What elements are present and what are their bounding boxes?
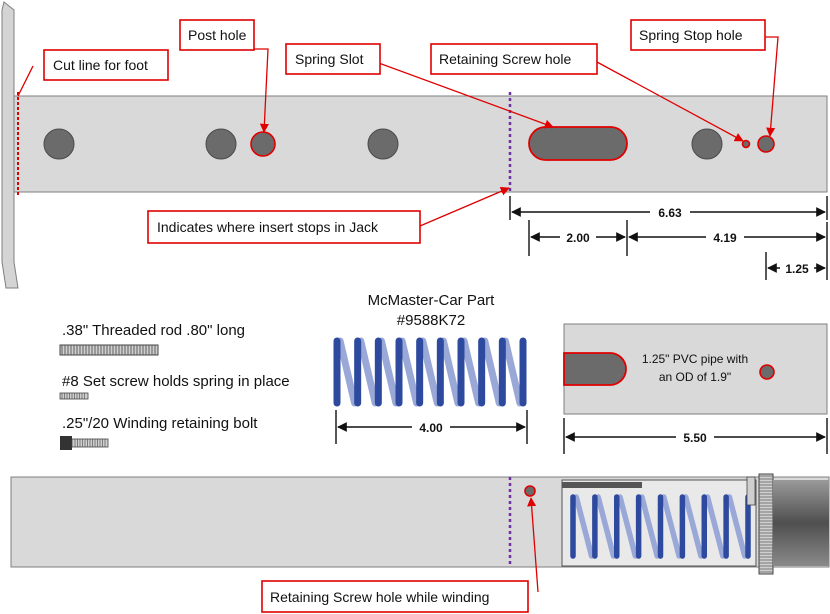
retaining-winding-hole: [524, 485, 536, 497]
dim-slot-to-end-label: 4.19: [713, 231, 737, 245]
pipe-text-line1: 1.25" PVC pipe with: [642, 352, 748, 366]
set-screw-assembled: [746, 476, 756, 506]
callout-cut-line: Cut line for foot: [43, 49, 169, 81]
hole: [691, 128, 723, 160]
winding-bolt-icon: [60, 436, 109, 450]
pipe-hole: [759, 364, 775, 380]
dim-total-label: 6.63: [658, 206, 682, 220]
leader-stop: [764, 36, 779, 137]
part-bolt-text: .25"/20 Winding retaining bolt: [62, 415, 258, 432]
leader-winding: [527, 497, 539, 593]
dimension-pipe-length: 5.50: [563, 418, 828, 454]
leader-cut: [17, 65, 34, 97]
dimension-total: 6.63: [509, 196, 828, 220]
part-threaded-rod-text: .38" Threaded rod .80" long: [62, 322, 245, 339]
jack-wall: [1, 1, 19, 289]
leader-retaining: [596, 61, 744, 142]
threaded-rod-icon: [59, 344, 159, 356]
spring-stop-hole: [757, 135, 775, 153]
part-set-screw-text: #8 Set screw holds spring in place: [62, 373, 290, 390]
dim-pipe-length-label: 5.50: [683, 431, 707, 445]
callout-spring-stop-hole: Spring Stop hole: [630, 19, 766, 51]
callout-spring-slot: Spring Slot: [285, 43, 381, 75]
callout-insert-stops-text: Indicates where insert stops in Jack: [157, 219, 379, 235]
dim-stop-to-end-label: 1.25: [785, 262, 809, 276]
spring-slot: [528, 126, 628, 161]
set-screw-icon: [59, 392, 89, 400]
spring-illustration: [333, 337, 527, 407]
hole: [43, 128, 75, 160]
callout-spring-stop-hole-text: Spring Stop hole: [639, 27, 743, 43]
spring-title-line2: #9588K72: [397, 312, 465, 329]
dim-spring-length-label: 4.00: [419, 421, 443, 435]
dimension-slot-to-end: 4.19: [628, 222, 828, 256]
dim-slot-length-label: 2.00: [566, 231, 590, 245]
callout-retaining-winding: Retaining Screw hole while winding: [261, 580, 529, 613]
callout-retaining-winding-text: Retaining Screw hole while winding: [270, 589, 489, 605]
retaining-screw-hole: [741, 139, 751, 149]
callout-retaining-screw-hole: Retaining Screw hole: [430, 43, 598, 75]
callout-retaining-screw-hole-text: Retaining Screw hole: [439, 51, 572, 67]
spring-title-line1: McMaster-Car Part: [368, 292, 496, 309]
dimension-slot-length: 2.00: [528, 220, 628, 256]
leader-post: [253, 48, 269, 133]
hole: [367, 128, 399, 160]
callout-cut-line-text: Cut line for foot: [53, 57, 148, 73]
callout-insert-stops: Indicates where insert stops in Jack: [147, 210, 421, 244]
leader-slot: [375, 61, 554, 129]
post-hole: [250, 131, 276, 157]
leader-insert: [419, 187, 510, 227]
callout-post-hole: Post hole: [179, 19, 255, 51]
hole: [205, 128, 237, 160]
dimension-spring-length: 4.00: [335, 410, 528, 444]
pipe-end: [773, 480, 829, 566]
threaded-collar: [758, 473, 774, 575]
pipe-wall-top: [562, 482, 642, 488]
callout-spring-slot-text: Spring Slot: [295, 51, 364, 67]
pipe-text-line2: an OD of 1.9": [659, 370, 731, 384]
pipe-slot: [563, 352, 627, 386]
callout-post-hole-text: Post hole: [188, 27, 247, 43]
dimension-stop-to-end: 1.25: [765, 252, 828, 280]
spring-assembled: [570, 494, 751, 559]
